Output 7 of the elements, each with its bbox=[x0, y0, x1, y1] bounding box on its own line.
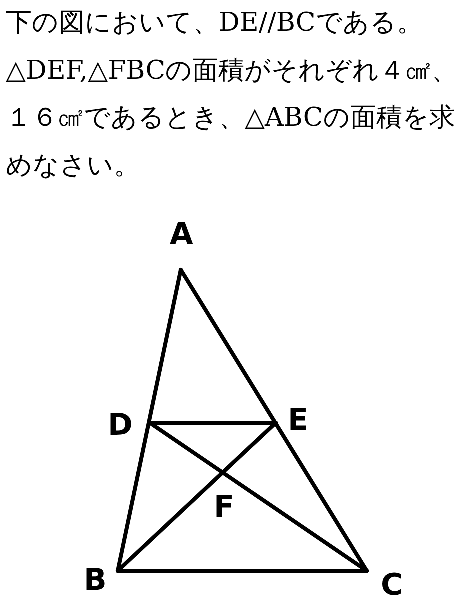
point-label: B bbox=[84, 566, 107, 596]
point-label: D bbox=[108, 411, 133, 441]
point-label: F bbox=[214, 493, 234, 523]
point-label: E bbox=[288, 406, 308, 436]
question-text: 下の図において、DE//BCである。△DEF,△FBCの面積がそれぞれ４㎠、１６㎠であるとき、△ABCの面積を求めなさい。 bbox=[6, 7, 459, 182]
point-label: A bbox=[170, 220, 194, 250]
point-label: C bbox=[381, 571, 404, 601]
